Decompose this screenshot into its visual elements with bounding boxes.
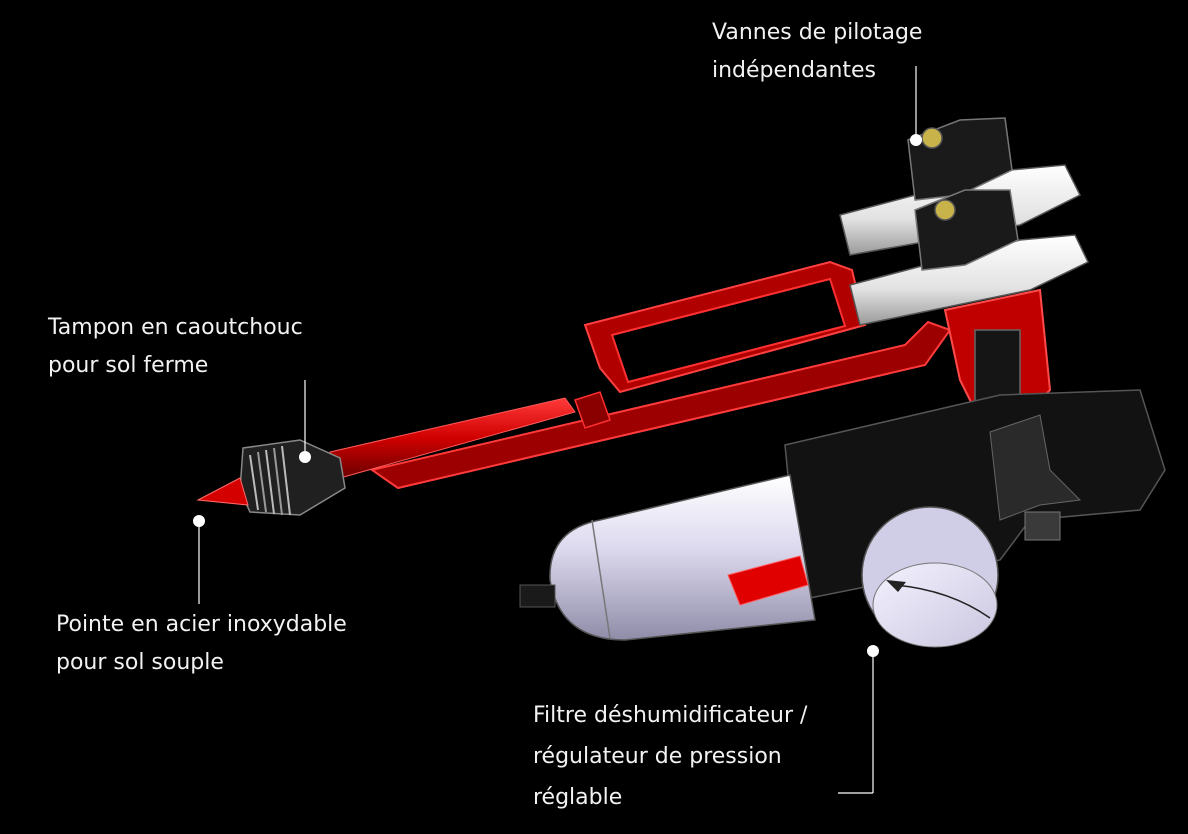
callout-pad [299, 380, 311, 463]
pilot-valves [839, 117, 1090, 432]
filter-bowl [519, 474, 816, 641]
steel-tip-label-line2: pour sol souple [56, 650, 224, 675]
steel-tip-label: Pointe en acier inoxydable pour sol soup… [56, 606, 347, 682]
callout-valves [910, 66, 922, 146]
rubber-pad [239, 439, 346, 516]
rubber-pad-label-line1: Tampon en caoutchouc [48, 315, 303, 340]
callout-filter [838, 645, 879, 794]
callout-tip [193, 515, 205, 604]
pressure-gauge [861, 506, 999, 648]
rubber-pad-label-line2: pour sol ferme [48, 353, 209, 378]
steel-tip-label-line1: Pointe en acier inoxydable [56, 612, 347, 637]
rubber-pad-label: Tampon en caoutchouc pour sol ferme [48, 309, 303, 385]
filter-regulator-label-line1: Filtre déshumidificateur / [533, 703, 808, 728]
filter-regulator-label-line2: régulateur de pression [533, 744, 782, 769]
filter-regulator-label-line3: réglable [533, 785, 623, 810]
steel-tip [196, 477, 249, 506]
filter-regulator-label: Filtre déshumidificateur / régulateur de… [533, 695, 807, 818]
valves-label-line2: indépendantes [712, 58, 877, 83]
valves-label: Vannes de pilotage indépendantes [712, 14, 922, 90]
valves-label-line1: Vannes de pilotage [712, 20, 923, 45]
